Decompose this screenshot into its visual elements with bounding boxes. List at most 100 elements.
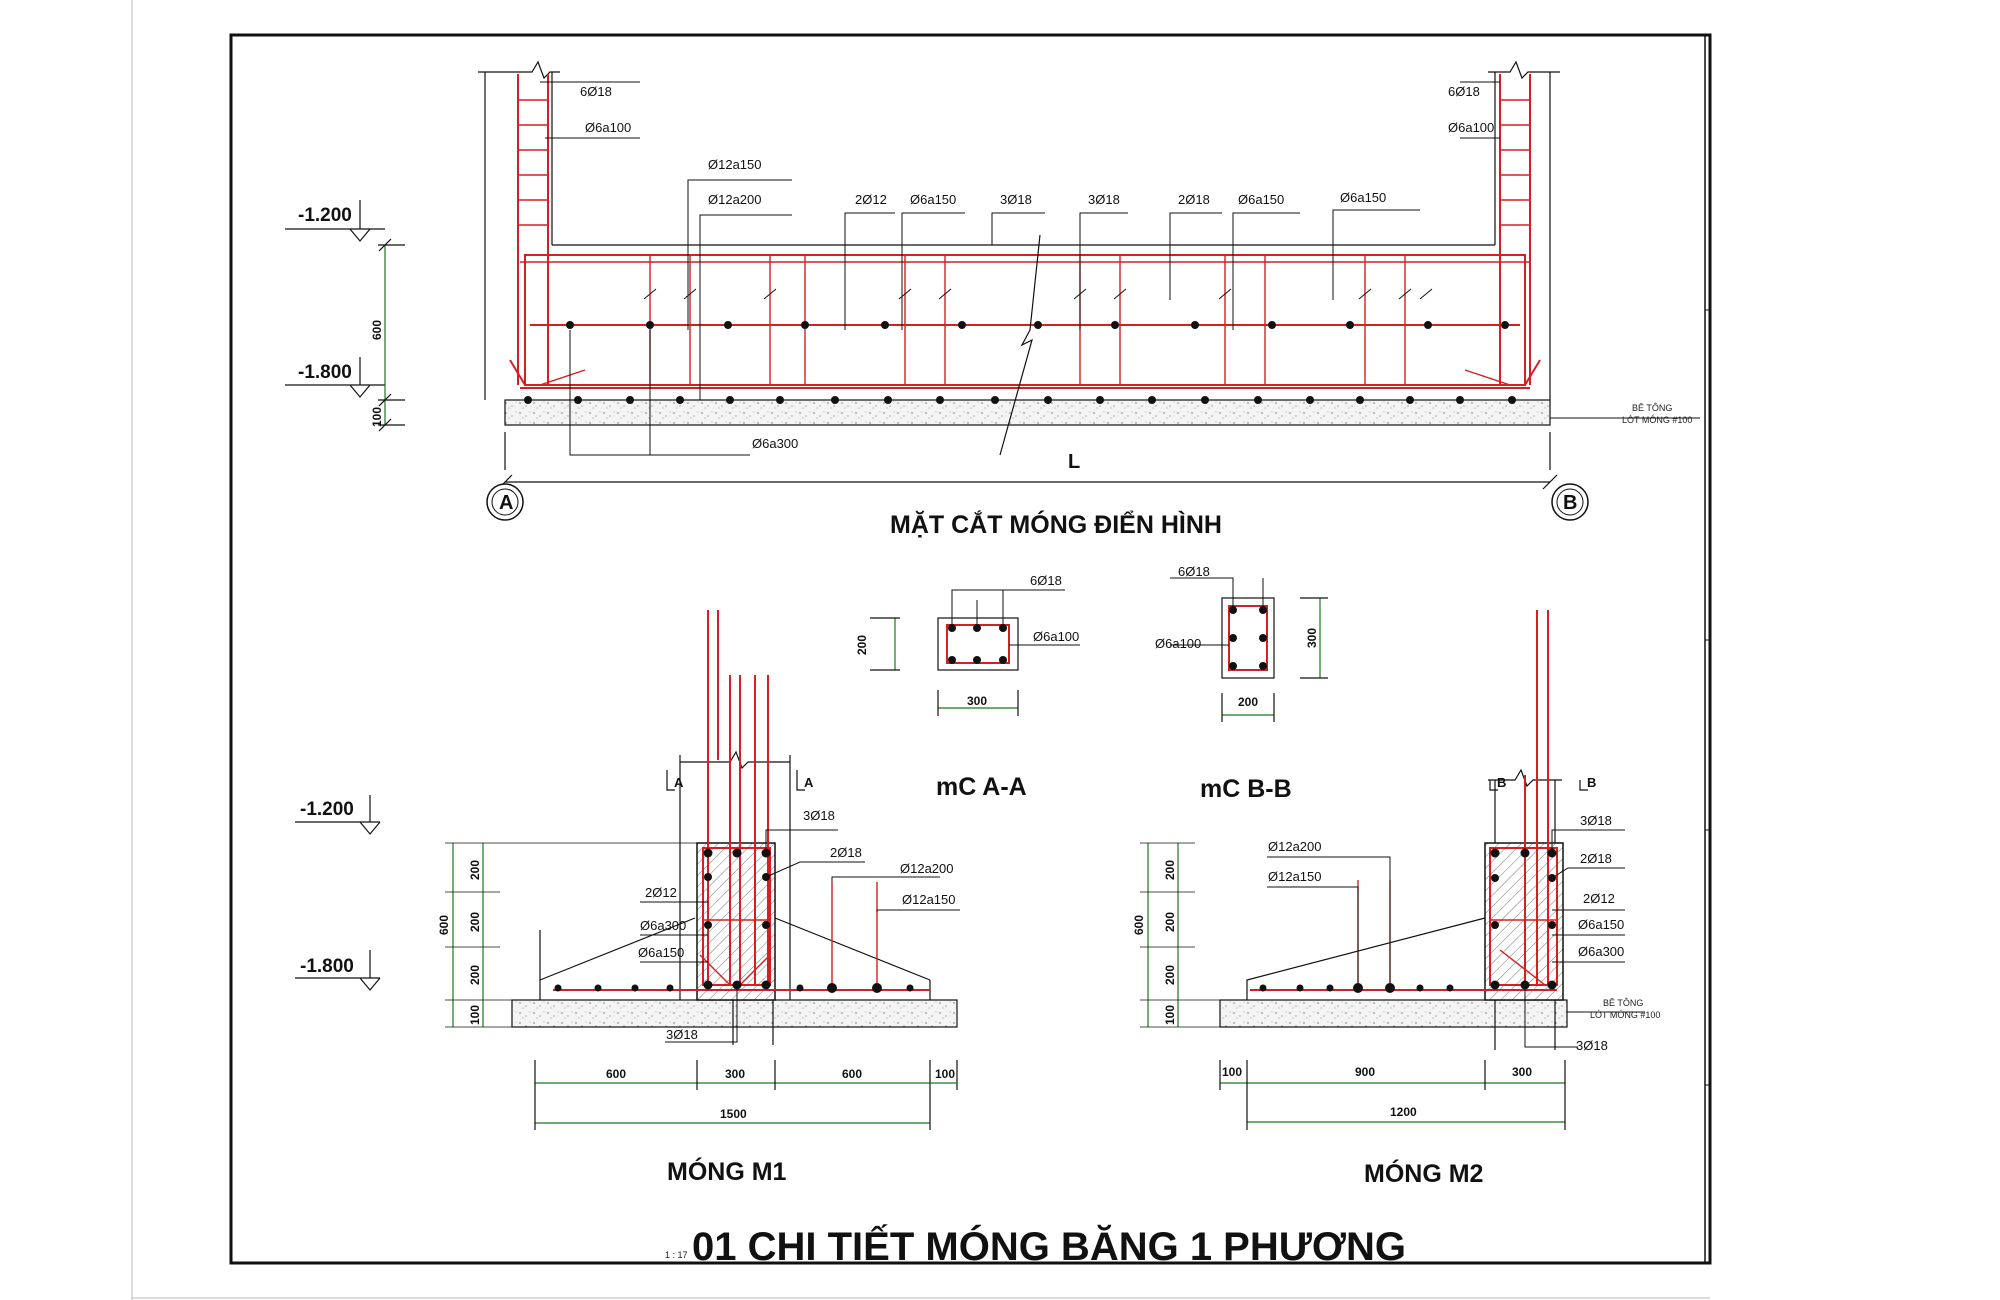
axis-label-a: A bbox=[499, 492, 513, 514]
sheet-title-block: 1 : 17 01 CHI TIẾT MÓNG BĂNG 1 PHƯƠNG bbox=[665, 1223, 1406, 1269]
elevation-marker-top bbox=[285, 200, 385, 242]
axis-label-b: B bbox=[1563, 492, 1577, 514]
elevation-bottom-label: -1.800 bbox=[298, 362, 352, 383]
m1-title: MÓNG M1 bbox=[667, 1156, 787, 1186]
axis-bubble-a bbox=[486, 483, 524, 521]
dim-height-600: 600 bbox=[370, 320, 384, 340]
m1-label-tie: Ø6a300 bbox=[640, 918, 686, 933]
bb-bars-label: 6Ø18 bbox=[1178, 564, 1210, 579]
m1-dim-h-1: 600 bbox=[606, 1067, 626, 1081]
m1-dim-total-v: 600 bbox=[437, 915, 451, 935]
m1-cut-mark-right: A bbox=[804, 775, 814, 790]
label-col-bars-right: 6Ø18 bbox=[1448, 84, 1480, 99]
typical-section: 6Ø18 Ø6a100 6Ø18 Ø6a100 Ø12a150 Ø12a200 … bbox=[285, 60, 1700, 539]
section-title: MẶT CẮT MÓNG ĐIỂN HÌNH bbox=[890, 509, 1222, 539]
m2-label-side: 2Ø12 bbox=[1583, 891, 1615, 906]
label-slab-a: Ø12a150 bbox=[708, 157, 762, 172]
beam-stirrups bbox=[649, 255, 1406, 385]
m2-label-top: 3Ø18 bbox=[1580, 813, 1612, 828]
aa-ties-label: Ø6a100 bbox=[1033, 629, 1079, 644]
bottom-bar-dots bbox=[524, 396, 1516, 404]
label-stirrup-mid: Ø6a150 bbox=[1238, 192, 1284, 207]
m2-label-mid: 2Ø18 bbox=[1580, 851, 1612, 866]
bb-title: mC B-B bbox=[1200, 775, 1292, 803]
m1-label-bottom: 3Ø18 bbox=[666, 1027, 698, 1042]
m1-dim-h-2: 300 bbox=[725, 1067, 745, 1081]
m2-dim-v-3: 200 bbox=[1163, 965, 1177, 985]
aa-bars-label: 6Ø18 bbox=[1030, 573, 1062, 588]
section-bb: 6Ø18 Ø6a100 300 200 mC B-B bbox=[1155, 564, 1328, 803]
section-aa: 6Ø18 Ø6a100 200 300 mC A-A bbox=[855, 573, 1080, 801]
m2-dim-h-2: 900 bbox=[1355, 1065, 1375, 1079]
label-top-left: 3Ø18 bbox=[1000, 192, 1032, 207]
bb-ties-label: Ø6a100 bbox=[1155, 636, 1201, 651]
m1-elevation-top: -1.200 bbox=[300, 799, 354, 820]
m1-beam-core bbox=[696, 842, 776, 1001]
m1-dim-v-3: 200 bbox=[468, 965, 482, 985]
m2-concrete-note-2: LÓT MÓNG #100 bbox=[1590, 1010, 1660, 1020]
bb-dim-height: 300 bbox=[1305, 628, 1319, 648]
bb-dim-width: 200 bbox=[1238, 695, 1258, 709]
m1-label-side: 2Ø12 bbox=[645, 885, 677, 900]
section-height-dimension bbox=[378, 238, 405, 432]
m2-label-tie: Ø6a300 bbox=[1578, 944, 1624, 959]
m2-concrete-note-1: BÊ TÔNG bbox=[1603, 998, 1643, 1008]
m1-label-top: 3Ø18 bbox=[803, 808, 835, 823]
concrete-note-line-2: LÓT MÓNG #100 bbox=[1622, 415, 1692, 425]
aa-title: mC A-A bbox=[936, 773, 1027, 801]
m1-dim-v-1: 200 bbox=[468, 860, 482, 880]
sheet-frame bbox=[131, 0, 1712, 1300]
label-bottom-tie: Ø6a300 bbox=[752, 436, 798, 451]
m2-title: MÓNG M2 bbox=[1364, 1158, 1483, 1188]
dim-lean-100: 100 bbox=[370, 407, 384, 427]
break-line bbox=[999, 234, 1041, 456]
label-top-right: 3Ø18 bbox=[1088, 192, 1120, 207]
m2-label-bottom: 3Ø18 bbox=[1576, 1038, 1608, 1053]
m2-label-slab-a: Ø12a200 bbox=[1268, 839, 1322, 854]
aa-dim-width: 300 bbox=[967, 694, 987, 708]
footing-m2: B B Ø12a200 Ø12a150 3Ø18 2Ø18 2Ø12 Ø6a15… bbox=[1132, 610, 1660, 1188]
label-slab-b: Ø12a200 bbox=[708, 192, 762, 207]
section-leaders bbox=[540, 81, 1700, 456]
m2-dim-v-1: 200 bbox=[1163, 860, 1177, 880]
elevation-marker-bottom bbox=[285, 357, 385, 398]
m2-cut-mark-left: B bbox=[1497, 775, 1506, 790]
m1-cut-mark-left: A bbox=[674, 775, 684, 790]
m1-dim-total-h: 1500 bbox=[720, 1107, 747, 1121]
m2-dim-v-2: 200 bbox=[1163, 912, 1177, 932]
m1-dim-h-4: 100 bbox=[935, 1067, 955, 1081]
concrete-note-line-1: BÊ TÔNG bbox=[1632, 403, 1672, 413]
m1-dim-h-3: 600 bbox=[842, 1067, 862, 1081]
lean-concrete-layer bbox=[504, 399, 1551, 426]
label-col-ties-left: Ø6a100 bbox=[585, 120, 631, 135]
aa-dim-height: 200 bbox=[855, 635, 869, 655]
label-col-ties-right: Ø6a100 bbox=[1448, 120, 1494, 135]
sheet-title: 01 CHI TIẾT MÓNG BĂNG 1 PHƯƠNG bbox=[692, 1223, 1406, 1269]
m2-dim-h-1: 100 bbox=[1222, 1065, 1242, 1079]
elevation-top-label: -1.200 bbox=[298, 205, 352, 226]
middle-bar-dots bbox=[566, 321, 1509, 329]
m1-label-slab-b: Ø12a150 bbox=[902, 892, 956, 907]
label-stirrup-right: Ø6a150 bbox=[1340, 190, 1386, 205]
label-stirrup-left: Ø6a150 bbox=[910, 192, 956, 207]
stirrup-ticks bbox=[643, 288, 1433, 300]
footing-m1: A A 3Ø18 2Ø18 Ø12a200 Ø12a150 2Ø12 Ø6a30… bbox=[295, 610, 960, 1186]
axis-bubble-b bbox=[1551, 483, 1589, 521]
span-label: L bbox=[1068, 451, 1080, 473]
m2-cut-mark-right: B bbox=[1587, 775, 1596, 790]
m1-dim-v-4: 100 bbox=[468, 1005, 482, 1025]
label-col-bars-left: 6Ø18 bbox=[580, 84, 612, 99]
scale-label: 1 : 17 bbox=[665, 1250, 688, 1260]
m1-label-stirrup: Ø6a150 bbox=[638, 945, 684, 960]
m1-elevation-bottom: -1.800 bbox=[300, 956, 354, 977]
m1-label-mid: 2Ø18 bbox=[830, 845, 862, 860]
m1-label-slab-a: Ø12a200 bbox=[900, 861, 954, 876]
left-column-ties bbox=[518, 99, 548, 226]
label-side-left: 2Ø12 bbox=[855, 192, 887, 207]
label-side-right: 2Ø18 bbox=[1178, 192, 1210, 207]
m2-label-slab-b: Ø12a150 bbox=[1268, 869, 1322, 884]
beam-main-bars bbox=[524, 254, 1526, 386]
m2-dim-h-3: 300 bbox=[1512, 1065, 1532, 1079]
m1-dim-v-2: 200 bbox=[468, 912, 482, 932]
